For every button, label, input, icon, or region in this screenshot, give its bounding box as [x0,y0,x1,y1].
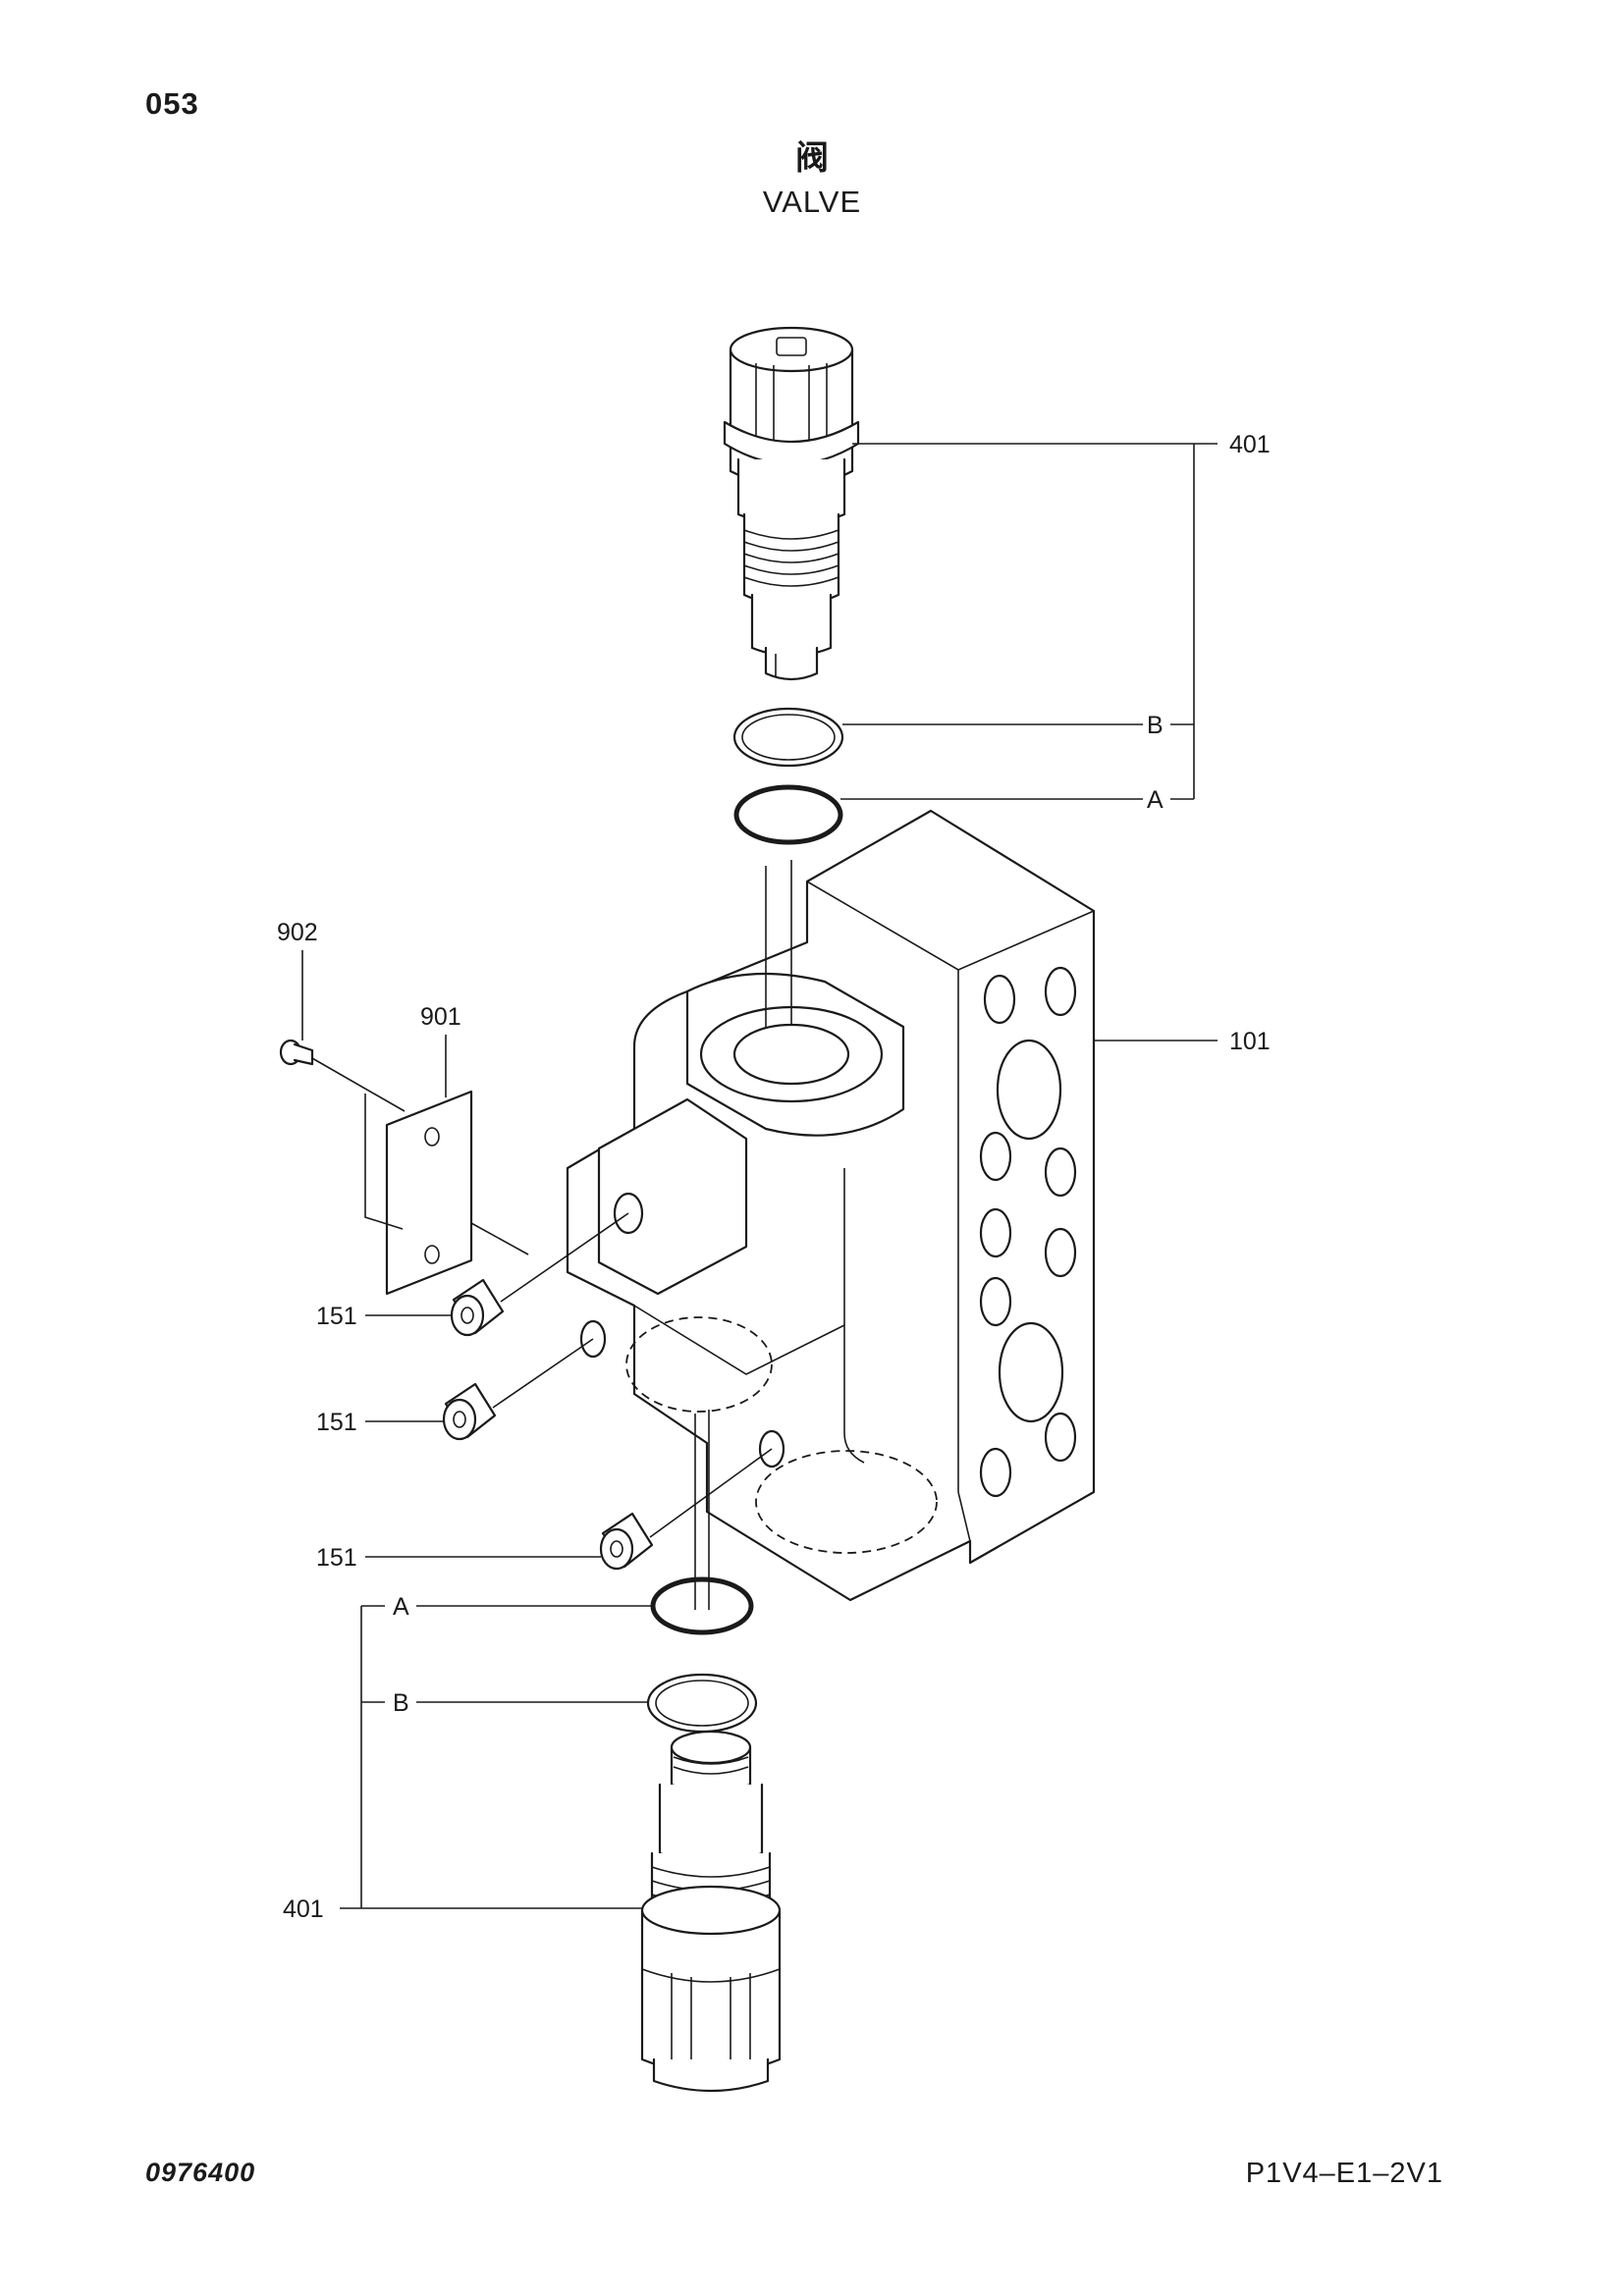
backup-ring-bottom [646,1673,758,1734]
backup-ring-top [732,707,844,768]
rivet-screw [279,1039,406,1112]
relief-valve-bottom [640,1730,782,2093]
page-title-chinese: 阀 [795,138,829,178]
callout-b-bottom: B [393,1689,409,1717]
callout-a-top: A [1147,786,1164,814]
model-code: P1V4–E1–2V1 [1245,2158,1443,2189]
callout-401-bottom: 401 [283,1896,324,1923]
callout-151-1: 151 [316,1303,357,1330]
relief-valve-top [723,326,860,681]
callout-b-top: B [1147,712,1164,739]
page-number: 053 [145,86,199,121]
callout-a-bottom: A [393,1593,409,1621]
callout-151-3: 151 [316,1544,357,1572]
callout-901: 901 [420,1003,461,1031]
callout-401-top: 401 [1229,431,1271,458]
plug-3 [599,1448,773,1571]
valve-body [566,809,1096,1602]
name-plate [364,1090,529,1296]
callout-902: 902 [277,919,318,946]
plug-2 [442,1338,594,1441]
o-ring-bottom [650,1576,754,1635]
page-title: VALVE [762,185,862,219]
callout-101: 101 [1229,1028,1271,1055]
o-ring-top [733,784,843,845]
drawing-number: 0976400 [145,2158,256,2187]
leader-lines [301,443,1218,1909]
plug-1 [450,1212,629,1337]
callout-151-2: 151 [316,1409,357,1436]
